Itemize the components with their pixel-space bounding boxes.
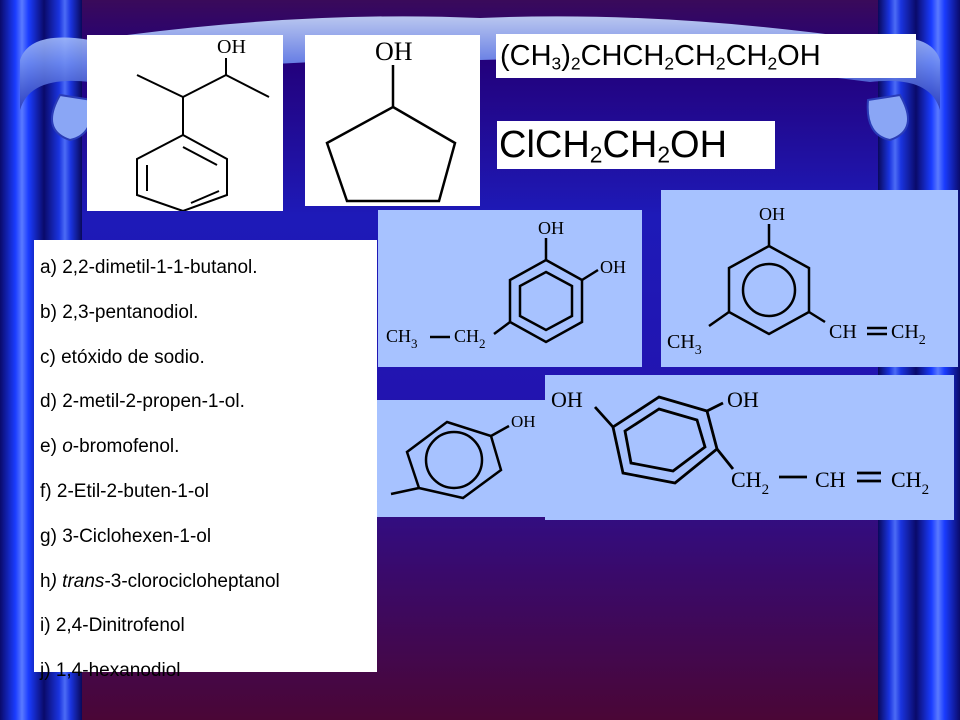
list-item: f) 2-Etil-2-buten-1-ol	[40, 480, 209, 502]
list-item: a) 2,2-dimetil-1-1-butanol.	[40, 257, 258, 278]
ch2-label: CH2	[731, 467, 769, 498]
oh-label: OH	[375, 37, 413, 66]
ch2-label: CH2	[891, 467, 929, 498]
formula-isopentanol: (CH3)2CHCH2CH2CH2OH	[496, 34, 916, 78]
structure-phenylbutanol: OH	[87, 35, 283, 213]
list-item: c) etóxido de sodio.	[40, 346, 205, 368]
list-item: i) 2,4-Dinitrofenol	[40, 615, 185, 637]
ch3-label: CH3	[386, 326, 418, 351]
formula-chloroethanol: ClCH2CH2OH	[497, 121, 775, 169]
list-item: d) 2-metil-2-propen-1-ol.	[40, 391, 245, 413]
structure-methylvinylphenol: OH CH3 CH CH2	[661, 190, 958, 367]
oh-label: OH	[217, 36, 246, 58]
list-item: g) 3-Ciclohexen-1-ol	[40, 525, 212, 547]
structure-cyclopentanol: OH	[305, 35, 480, 206]
oh-label: OH	[511, 412, 536, 431]
list-item: h) trans-3-clorocicloheptanol	[40, 570, 280, 592]
structure-ethylcatechol: OH OH CH3 CH2	[378, 210, 642, 367]
structure-hydroquinone: OH OH	[351, 400, 545, 517]
oh-label: OH	[538, 218, 564, 238]
list-item: e) o-bromofenol.	[40, 436, 180, 458]
list-item: j) 1,4-hexanodiol	[40, 660, 181, 682]
exercise-list: a) 2,2-dimetil-1-1-butanol. b) 2,3-penta…	[34, 240, 377, 681]
ch3-label: CH3	[667, 331, 702, 358]
ch2-label: CH2	[891, 321, 926, 348]
ch-label: CH	[815, 467, 846, 492]
structure-allylresorcinol: OH OH CH2 CH CH2	[545, 375, 954, 520]
oh-label: OH	[600, 257, 626, 277]
ch-label: CH	[829, 321, 857, 343]
oh-label: OH	[551, 387, 583, 412]
oh-label: OH	[759, 204, 785, 224]
list-item: b) 2,3-pentanodiol.	[40, 301, 199, 323]
ch2-label: CH2	[454, 326, 486, 351]
oh-label: OH	[727, 387, 759, 412]
